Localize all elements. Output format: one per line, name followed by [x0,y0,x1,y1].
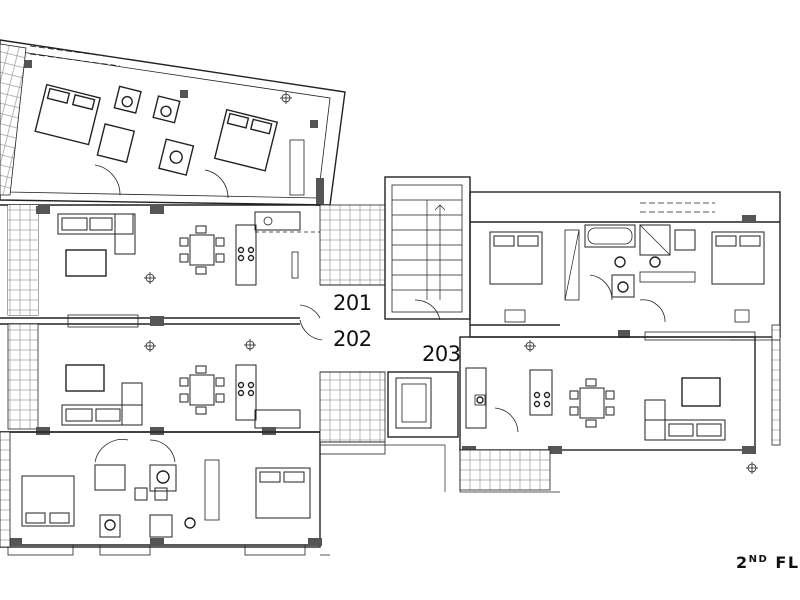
floor-number: 2 [736,553,749,572]
bed-icon [255,467,311,519]
coffee-table [65,364,105,392]
coffee-table [681,377,721,407]
bed-icon [21,475,75,527]
unit-201-bedroom-wing [0,39,346,206]
floor-word: FL [775,553,800,572]
crosshair-icon [144,339,256,352]
sofa-icon [644,399,726,441]
bed-icon [489,231,543,285]
unit-label-203: 203 [422,342,461,366]
unit-label-202: 202 [333,327,372,351]
bathroom-fixtures [96,85,195,176]
crosshair-icon [144,272,156,284]
sofa-icon [57,213,136,255]
crosshair-icon [524,340,758,474]
bed-icon [711,231,765,285]
bed-icon [213,108,279,172]
dining-table-icon [179,225,225,275]
floor-suffix: ND [748,554,769,565]
core-stairs-lift [319,176,471,455]
unit-label-201: 201 [333,291,372,315]
crosshair-icon [280,92,292,104]
floor-title: 2ND FL [736,553,800,572]
bed-icon [34,83,102,146]
coffee-table [65,249,107,277]
site-outline [320,339,780,556]
dining-table-icon [569,378,615,428]
unit-201-living [0,204,321,328]
dining-table-icon [179,365,225,415]
sofa-icon [61,382,143,426]
staircase [392,199,462,300]
unit-203 [459,191,781,493]
unit-202 [0,319,323,556]
